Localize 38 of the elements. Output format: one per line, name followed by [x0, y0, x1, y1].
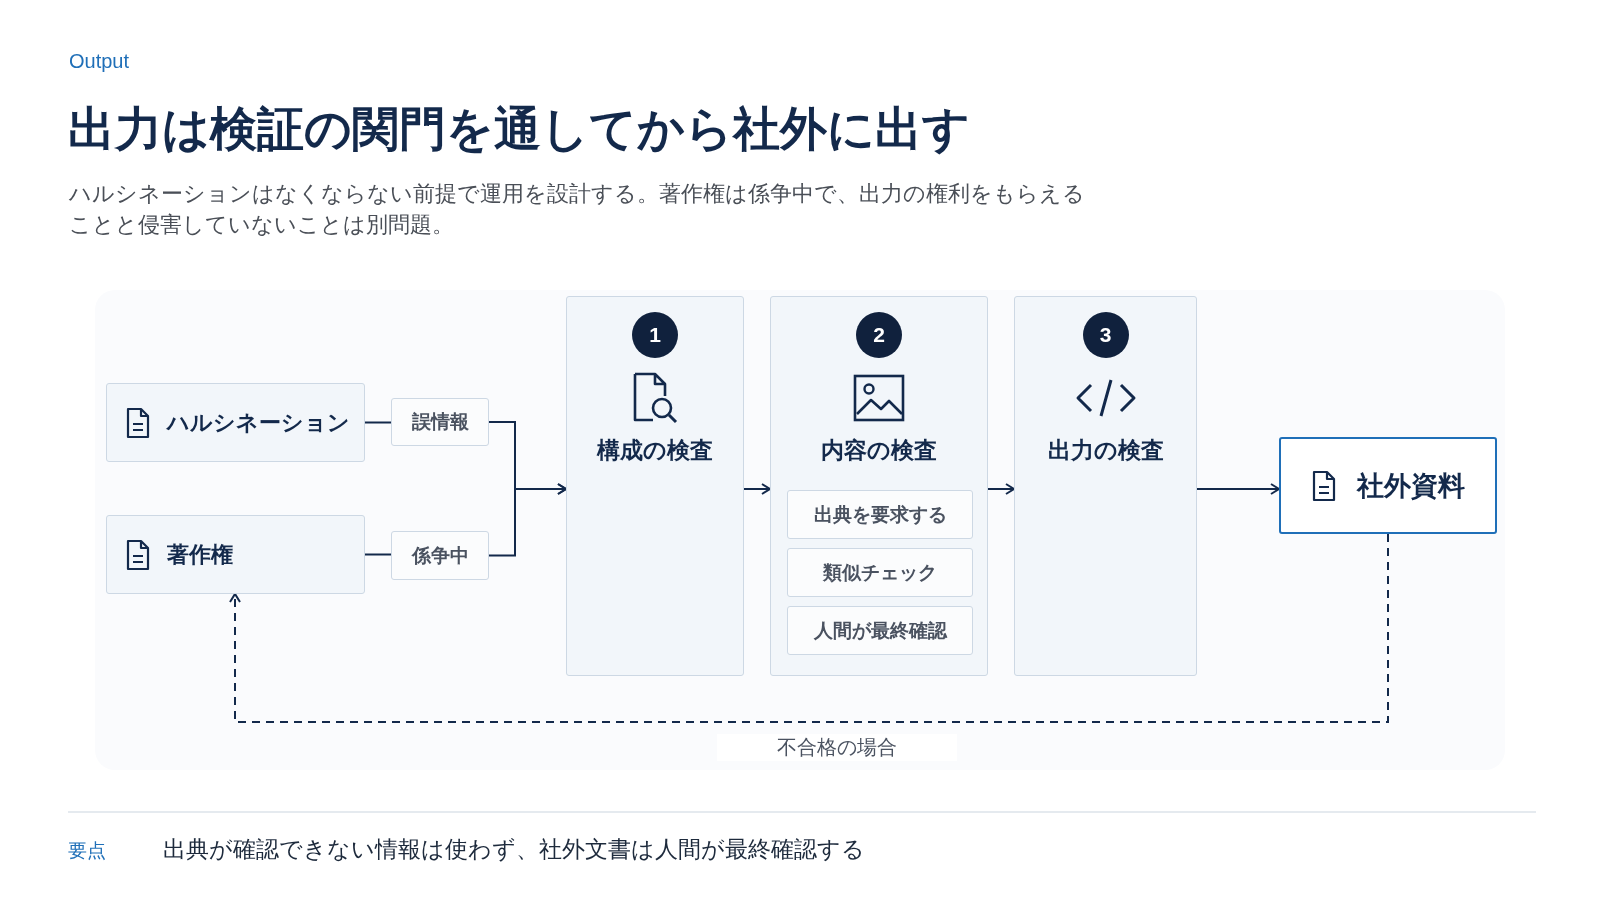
item-label: 類似チェック [823, 559, 937, 585]
feedback-arrow [229, 533, 1389, 723]
subtitle: ハルシネーションはなくならない前提で運用を設計する。著作権は係争中で、出力の権利をもらえることと侵害していないことは別問題。 [69, 180, 1086, 239]
issue-box [106, 515, 365, 594]
stage-column [566, 296, 744, 676]
issue-box [106, 383, 365, 462]
box-label: 著作権 [167, 540, 233, 569]
step-number: 1 [632, 312, 678, 358]
edge-label: 不合格の場合 [716, 734, 957, 761]
box-label: 社外資料 [1357, 468, 1465, 503]
stage-column [770, 296, 988, 676]
step-number: 2 [856, 312, 902, 358]
output-box [1279, 437, 1497, 534]
stage-heading: 内容の検査 [820, 436, 938, 465]
stage-column [1014, 296, 1197, 676]
section-label: Output [69, 50, 130, 73]
arrow [743, 483, 771, 495]
connector-line [364, 421, 392, 424]
connector-line [364, 553, 392, 556]
stage-heading: 出力の検査 [1046, 436, 1165, 465]
key-point-text: 出典が確認できない情報は使わず、社外文書は人間が最終確認する [163, 835, 865, 864]
tag-box [391, 398, 489, 446]
check-item-box [787, 548, 973, 597]
item-label: 人間が最終確認 [813, 617, 947, 643]
title: 出力は検証の関門を通してから社外に出す [68, 100, 970, 158]
box-label: ハルシネーション [167, 408, 350, 437]
tag-box [391, 531, 489, 580]
item-label: 出典を要求する [813, 501, 947, 527]
arrow [488, 483, 567, 557]
check-item-box [787, 606, 973, 655]
arrow [1196, 483, 1280, 495]
item-label: 係争中 [411, 542, 469, 568]
arrow [987, 483, 1015, 495]
step-number: 3 [1082, 312, 1129, 358]
key-point-label: 要点 [68, 838, 106, 863]
stage-heading: 構成の検査 [595, 436, 714, 465]
item-label: 誤情報 [411, 409, 469, 434]
check-item-box [787, 490, 973, 539]
